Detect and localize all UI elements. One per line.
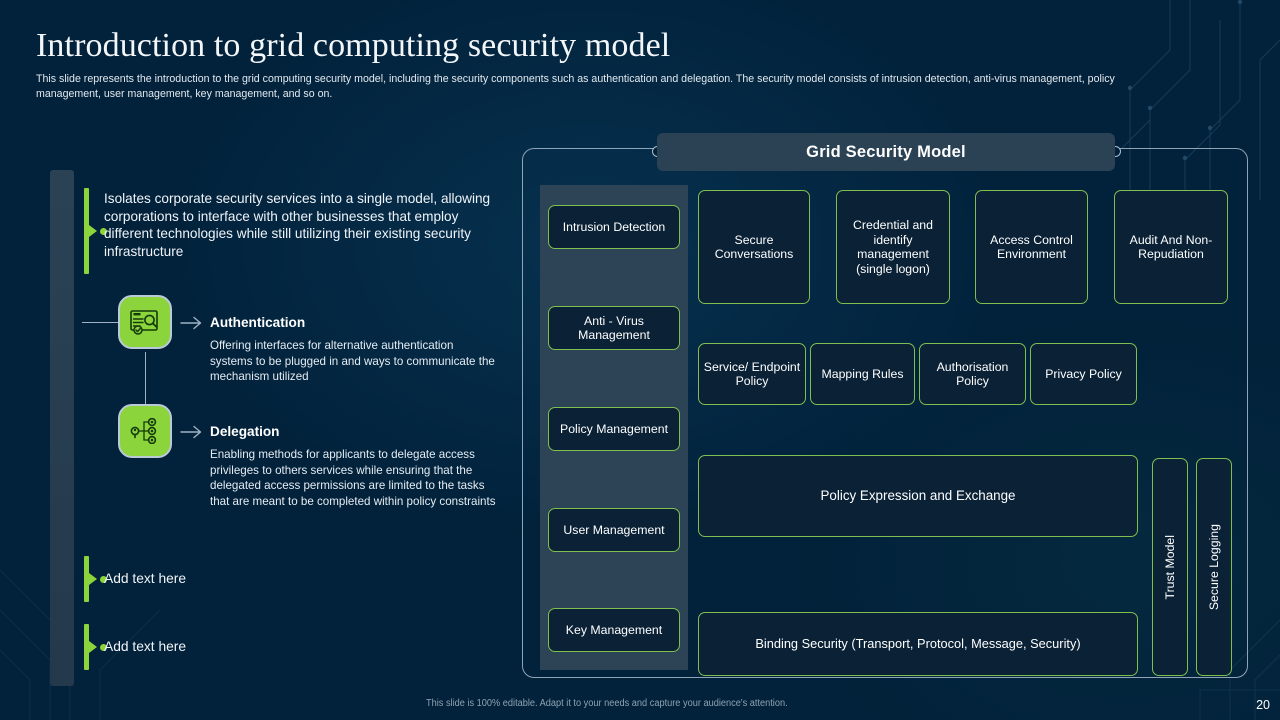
chip-policy-management[interactable]: Policy Management (548, 407, 680, 451)
id-card-verified-icon (130, 310, 158, 335)
feature-title-authentication: Authentication (210, 315, 306, 330)
bullet-marker-placeholder-1 (58, 556, 138, 602)
bullet-triangle-icon (89, 225, 97, 237)
left-vertical-rail (50, 170, 74, 686)
chip-secure-logging[interactable]: Secure Logging (1196, 458, 1232, 676)
chip-audit-non-repudiation[interactable]: Audit And Non-Repudiation (1114, 190, 1228, 304)
chip-trust-model[interactable]: Trust Model (1152, 458, 1188, 676)
chip-secure-logging-label: Secure Logging (1206, 523, 1221, 611)
arrow-right-icon-delegation (180, 425, 202, 439)
arrow-right-icon-authentication (180, 316, 202, 330)
chip-mapping-rules[interactable]: Mapping Rules (810, 343, 915, 405)
circuit-decoration-bottom-left (0, 569, 161, 720)
chip-credential-identity-management[interactable]: Credential and identify management (sing… (836, 190, 950, 304)
chip-intrusion-detection[interactable]: Intrusion Detection (548, 205, 680, 249)
bullet-dot-icon (100, 643, 107, 651)
delegation-icon-tile[interactable] (118, 404, 172, 458)
bullet-bar (84, 556, 89, 602)
chip-key-management[interactable]: Key Management (548, 608, 680, 652)
chip-secure-conversations[interactable]: Secure Conversations (698, 190, 810, 304)
page-title: Introduction to grid computing security … (36, 27, 671, 64)
bullet-bar (84, 188, 89, 274)
authentication-icon-tile[interactable] (118, 295, 172, 349)
intro-paragraph: Isolates corporate security services int… (104, 191, 491, 259)
bullet-dot-icon (100, 575, 107, 583)
chip-authorisation-policy[interactable]: Authorisation Policy (919, 343, 1026, 405)
chip-user-management[interactable]: User Management (548, 508, 680, 552)
bullet-marker-intro (58, 188, 138, 274)
page-number: 20 (1256, 698, 1270, 712)
chip-policy-expression-exchange[interactable]: Policy Expression and Exchange (698, 455, 1138, 537)
footer-note: This slide is 100% editable. Adapt it to… (426, 698, 788, 709)
bullet-triangle-icon (89, 573, 97, 585)
bullet-dot-icon (100, 227, 107, 235)
bullet-triangle-icon (89, 641, 97, 653)
chip-anti-virus-management[interactable]: Anti - Virus Management (548, 306, 680, 350)
chip-service-endpoint-policy[interactable]: Service/ Endpoint Policy (698, 343, 806, 405)
feature-body-delegation: Enabling methods for applicants to deleg… (210, 448, 496, 508)
chip-binding-security[interactable]: Binding Security (Transport, Protocol, M… (698, 612, 1138, 676)
feature-body-authentication: Offering interfaces for alternative auth… (210, 339, 495, 384)
diagram-title: Grid Security Model (657, 133, 1115, 171)
feature-title-delegation: Delegation (210, 424, 280, 439)
chip-access-control-environment[interactable]: Access Control Environment (975, 190, 1088, 304)
placeholder-text-2[interactable]: Add text here (104, 639, 187, 654)
key-delegation-network-icon (130, 418, 157, 444)
placeholder-text-1[interactable]: Add text here (104, 571, 187, 586)
bullet-marker-placeholder-2 (58, 624, 138, 670)
connector-line-horizontal (82, 322, 120, 323)
chip-privacy-policy[interactable]: Privacy Policy (1030, 343, 1137, 405)
chip-trust-model-label: Trust Model (1162, 534, 1177, 600)
page-subtitle: This slide represents the introduction t… (36, 73, 1115, 101)
bullet-bar (84, 624, 89, 670)
connector-line-vertical (145, 352, 146, 404)
